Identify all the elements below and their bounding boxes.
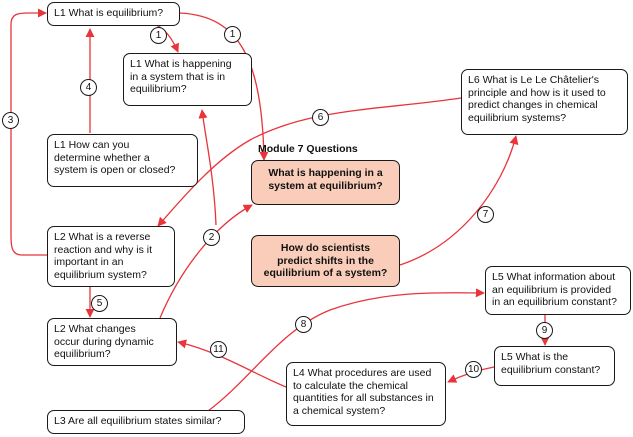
box-l5-what-is-constant: L5 What is the equilibrium constant? bbox=[494, 346, 615, 386]
box-l1-open-or-closed: L1 How can you determine whether a syste… bbox=[47, 134, 198, 187]
arrow-8-similar-to-constant-info bbox=[207, 288, 485, 412]
key-question-happening: What is happening in a system at equilib… bbox=[251, 160, 400, 205]
box-l6-le-chatelier: L6 What is Le Le Châtelier's principle a… bbox=[461, 69, 628, 135]
box-l2-dynamic-equilibrium: L2 What changes occur during dynamic equ… bbox=[47, 318, 177, 366]
arrow-number-5: 5 bbox=[91, 295, 108, 312]
box-l1-what-is-equilibrium: L1 What is equilibrium? bbox=[47, 2, 180, 26]
arrow-number-8: 8 bbox=[295, 316, 312, 333]
arrow-3-reverse-to-equilibrium bbox=[10, 8, 50, 256]
arrow-number-2: 2 bbox=[203, 229, 220, 246]
arrow-number-10: 10 bbox=[465, 361, 482, 378]
arrow-2-dynamic-to-happening bbox=[198, 109, 217, 226]
arrow-6-le-chatelier-to-reverse bbox=[157, 97, 462, 227]
arrow-11-procedures-to-dynamic bbox=[177, 339, 287, 388]
key-question-predict-shifts: How do scientists predict shifts in the … bbox=[251, 235, 400, 287]
arrow-2-dynamic-to-module-question bbox=[159, 204, 253, 319]
box-l3-equilibrium-states: L3 Are all equilibrium states similar? bbox=[47, 410, 245, 434]
module-heading: Module 7 Questions bbox=[258, 143, 358, 155]
arrow-7-shifts-to-le-chatelier bbox=[399, 135, 519, 266]
arrow-number-3: 3 bbox=[2, 112, 19, 129]
arrow-1-equilibrium-to-module-question bbox=[179, 12, 269, 161]
arrow-number-9: 9 bbox=[536, 322, 553, 339]
box-l1-happening-in-system: L1 What is happening in a system that is… bbox=[123, 53, 252, 106]
arrow-number-7: 7 bbox=[477, 206, 494, 223]
arrow-number-1a: 1 bbox=[150, 27, 167, 44]
arrow-number-6: 6 bbox=[312, 109, 329, 126]
box-l5-constant-information: L5 What information about an equilibrium… bbox=[485, 266, 631, 315]
arrow-number-4: 4 bbox=[80, 79, 97, 96]
arrow-number-11: 11 bbox=[210, 341, 227, 358]
box-l2-reverse-reaction: L2 What is a reverse reaction and why is… bbox=[47, 226, 175, 287]
box-l4-procedures: L4 What procedures are used to calculate… bbox=[286, 362, 446, 426]
arrow-number-1b: 1 bbox=[224, 26, 241, 43]
